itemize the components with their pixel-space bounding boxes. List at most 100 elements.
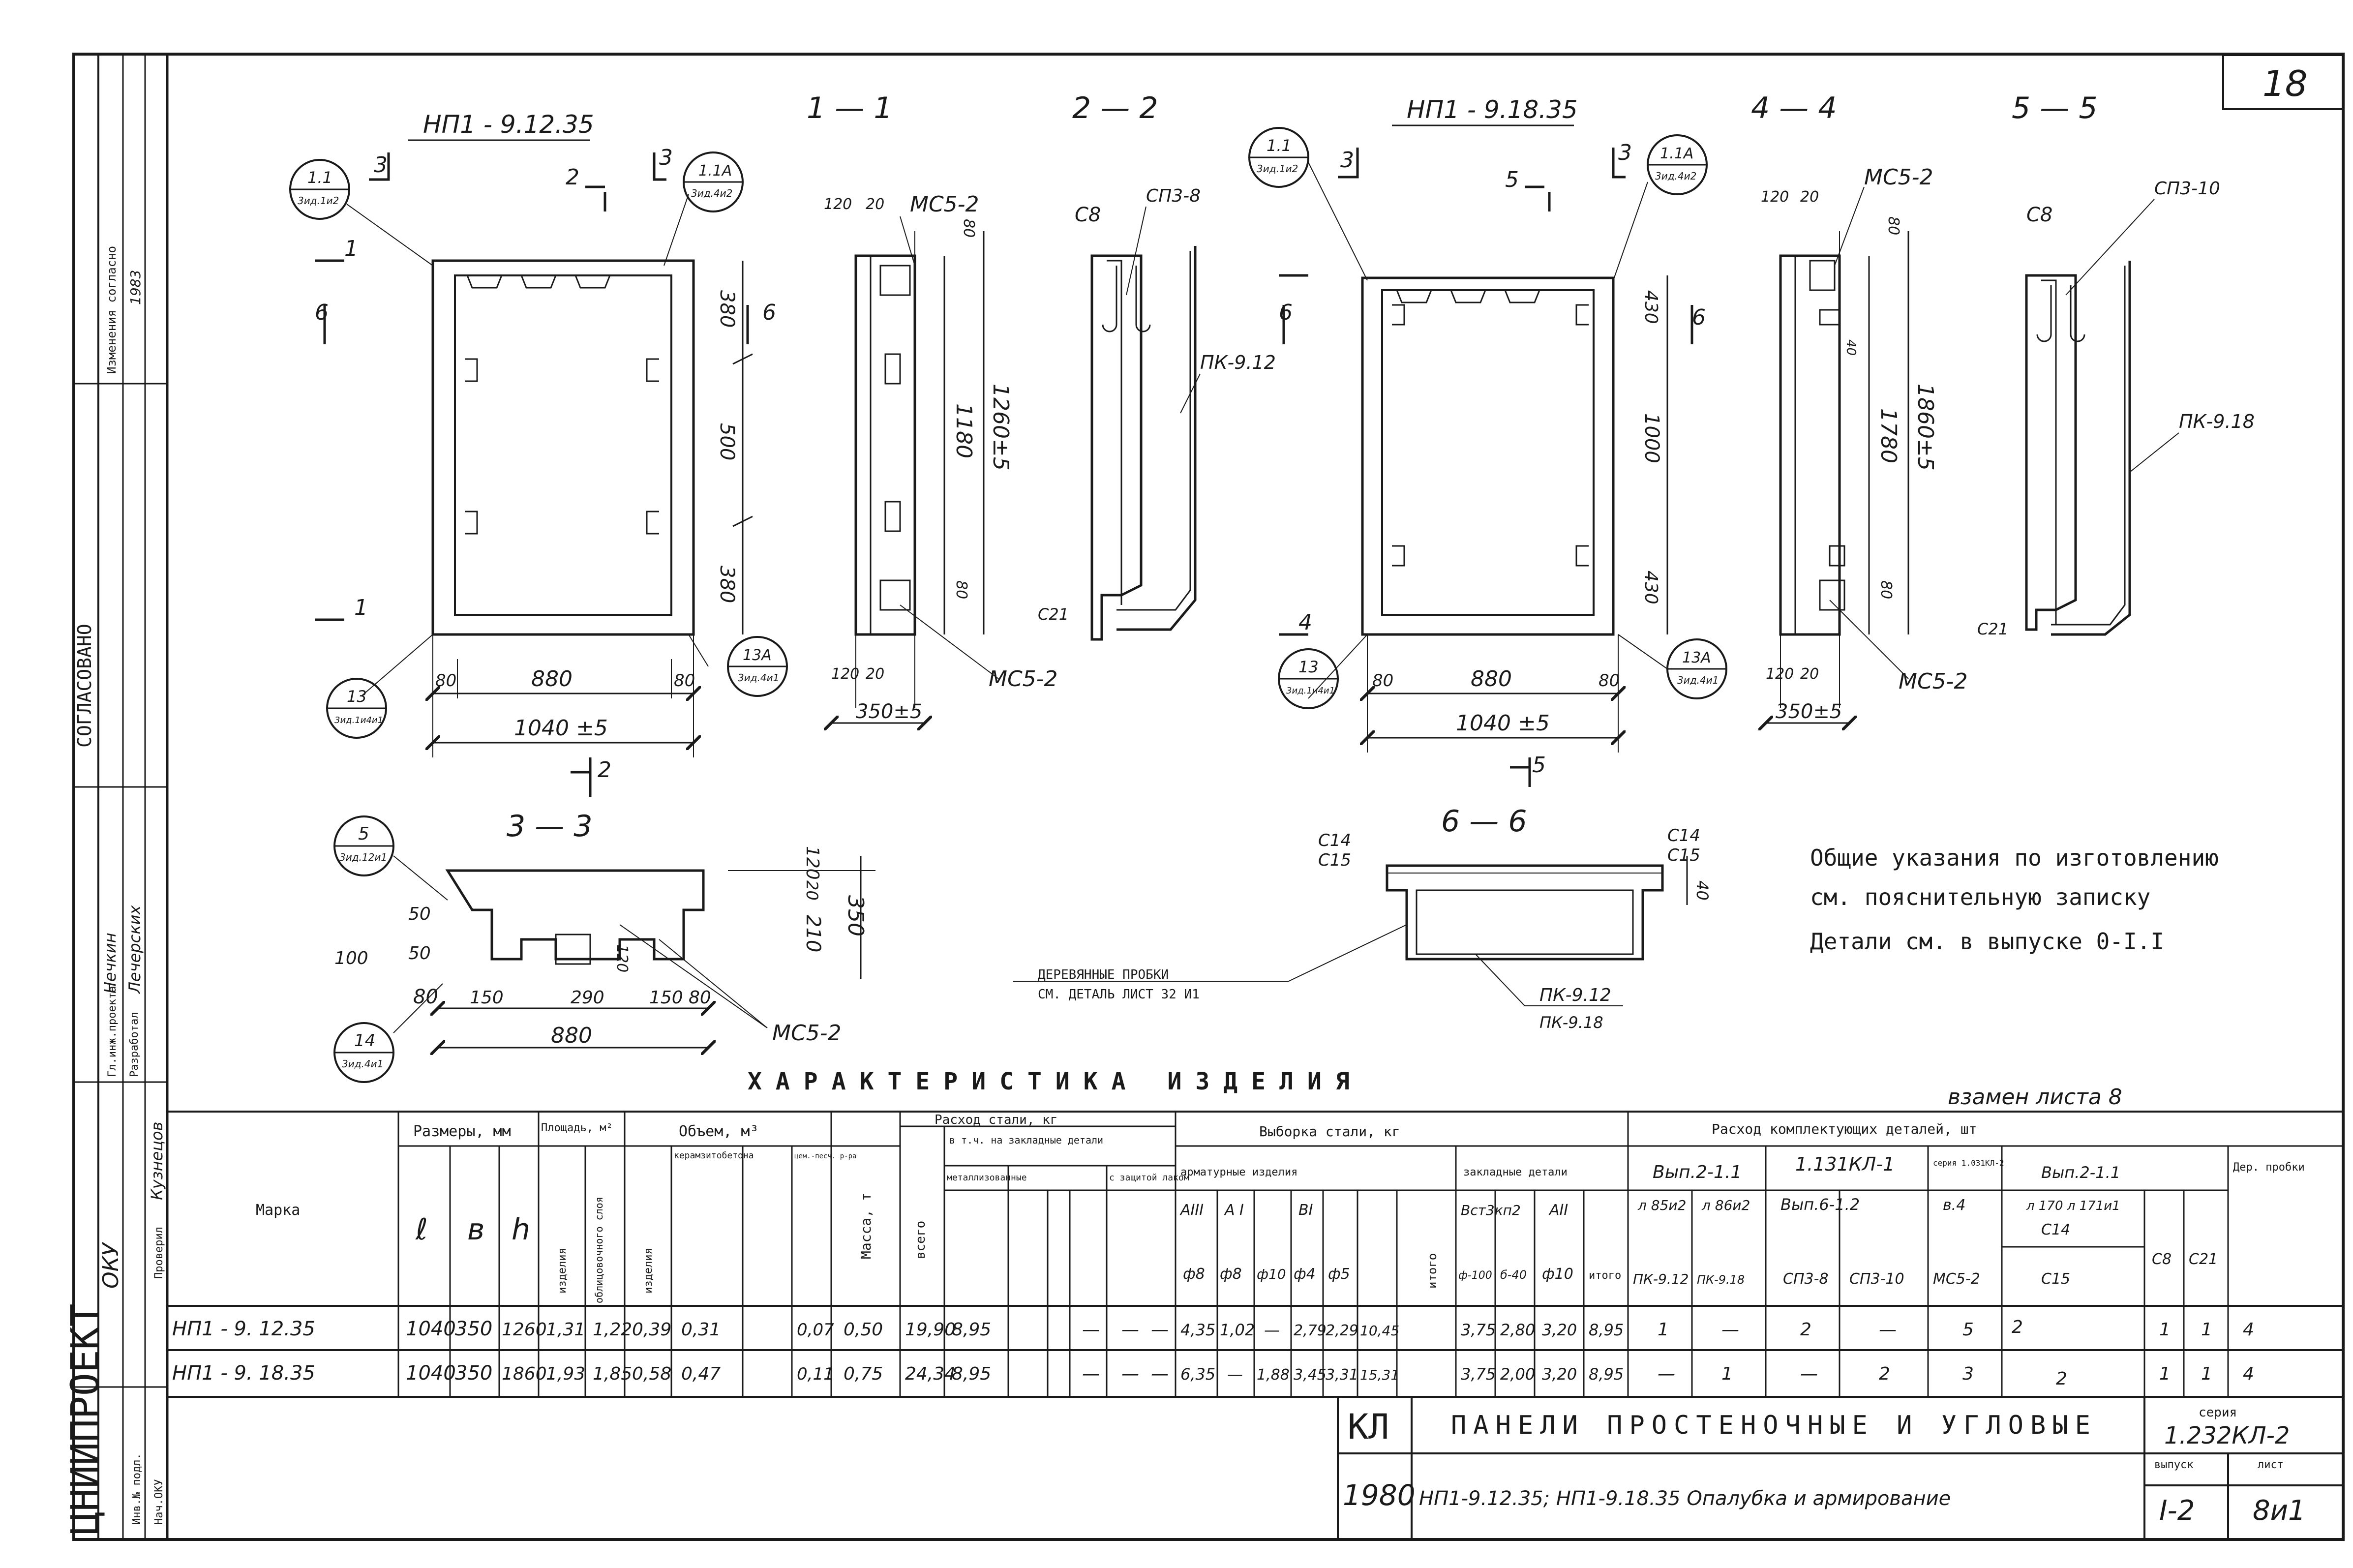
dim-1040-a: 1040 ±5 <box>514 716 608 741</box>
th-c21: С21 <box>2189 1251 2218 1268</box>
cell-mass: 0,50 <box>844 1320 883 1340</box>
th-v21: Вып.2-1.1 <box>1653 1162 1742 1182</box>
cell-mark: НП1 - 9. 18.35 <box>172 1362 315 1385</box>
cell-e4: 8,95 <box>1589 1365 1624 1384</box>
mark-3a: 3 <box>374 152 388 178</box>
cell-d4: 3,45 <box>1294 1366 1327 1384</box>
cell-a3: 6,35 <box>1180 1365 1215 1384</box>
th-d8b: ф8 <box>1220 1266 1242 1283</box>
cell-h: 1260 <box>502 1320 547 1340</box>
th-b: в <box>467 1212 484 1247</box>
callout-5-top: 5 <box>358 824 369 844</box>
cell-a3: 4,35 <box>1180 1321 1215 1339</box>
side-inv: Инв.№ подл. <box>131 1453 143 1525</box>
cell-c8: 1 <box>2159 1364 2171 1384</box>
dim-500-a: 500 <box>716 423 738 460</box>
cell-c21: 1 <box>2201 1364 2212 1384</box>
th-v6: Вып.6-1.2 <box>1780 1195 1860 1214</box>
cell-steel: 24,34 <box>905 1364 956 1384</box>
cell-b: 350 <box>455 1362 492 1385</box>
th-mass: Масса, т <box>858 1193 874 1259</box>
label-mc52-d: МС5-2 <box>1899 669 1968 694</box>
dim-1180: 1180 <box>951 403 976 458</box>
cell-sp38: 2 <box>1800 1320 1811 1340</box>
th-steel-metal: металлизованные <box>947 1173 1027 1183</box>
sheet-frame <box>72 53 2345 1541</box>
stamp-code: КЛ <box>1348 1407 1389 1447</box>
th-pk918: ПК-9.18 <box>1697 1273 1745 1287</box>
cell-mass: 0,75 <box>844 1364 883 1384</box>
replace-note: взамен листа 8 <box>1948 1085 2122 1110</box>
callout-13-bot: 3ид.1и4и1 <box>334 715 383 725</box>
cell-vol2: 0,31 <box>681 1320 721 1340</box>
th-area-1: изделия <box>556 1248 569 1294</box>
label-sp310: СП3-10 <box>2154 179 2220 199</box>
th-e2: б-40 <box>1500 1268 1527 1282</box>
dim-50-a: 50 <box>408 904 431 924</box>
th-l86: л 86и2 <box>1701 1197 1750 1213</box>
general-notes: Общие указания по изготовлению см. поясн… <box>1810 844 2219 955</box>
stamp-subtitle: НП1-9.12.35; НП1-9.18.35 Опалубка и арми… <box>1419 1487 1951 1510</box>
dim-120-a: 120 <box>831 665 859 683</box>
dim-120-c: 120 <box>1766 665 1794 683</box>
cell-pk918: — <box>1721 1320 1739 1340</box>
dim-350-c: 350 <box>843 895 868 936</box>
note-line-1: Общие указания по изготовлению <box>1810 844 2219 871</box>
cell-c14: 2 <box>2056 1369 2067 1389</box>
pk-pair-2: ПК-9.18 <box>1539 1013 1603 1032</box>
cell-e1: 3,75 <box>1461 1321 1496 1339</box>
dim-40-b: 40 <box>1693 880 1712 901</box>
th-parts: Расход комплектующих деталей, шт <box>1712 1121 1977 1137</box>
th-steel-total: всего <box>913 1221 928 1259</box>
th-AI: А I <box>1224 1202 1244 1219</box>
table-title: ХАРАКТЕРИСТИКА ИЗДЕЛИЯ <box>748 1068 1363 1095</box>
side-dept: ОКУ <box>98 1241 123 1289</box>
th-c8: С8 <box>2152 1251 2172 1268</box>
th-AIII: АIII <box>1179 1202 1204 1219</box>
cell-e4: 8,95 <box>1589 1321 1624 1339</box>
sec44-title: 4 — 4 <box>1751 91 1837 125</box>
stamp-list: 8и1 <box>2253 1495 2306 1527</box>
th-AII: АII <box>1548 1202 1568 1219</box>
sec22-title: 2 — 2 <box>1072 91 1158 125</box>
cell-mc52: 5 <box>1962 1320 1974 1340</box>
label-pk912-a: ПК-9.12 <box>1200 352 1276 373</box>
wood-plugs-2: СМ. ДЕТАЛЬ ЛИСТ 32 И1 <box>1038 987 1200 1002</box>
dim-1860: 1860±5 <box>1913 384 1938 471</box>
cell-e2: 2,80 <box>1500 1321 1535 1339</box>
stamp-seria-label: серия <box>2199 1405 2237 1420</box>
label-c21-a: С21 <box>1038 605 1069 624</box>
pk-pair-1: ПК-9.12 <box>1539 985 1611 1005</box>
mark-3c: 3 <box>1340 148 1354 173</box>
th-v14: в.4 <box>1943 1197 1965 1214</box>
side-agreed: СОГЛАСОВАНО <box>74 624 95 748</box>
cell-area2: 1,22 <box>593 1320 632 1340</box>
dim-150: 150 <box>470 988 504 1008</box>
sec66-title: 6 — 6 <box>1441 804 1527 839</box>
callout-13a-bot: 3ид.4и1 <box>738 672 779 684</box>
cell-c21: 1 <box>2201 1320 2212 1340</box>
dim-350-b: 350±5 <box>1776 700 1842 723</box>
cell-vol2: 0,47 <box>681 1364 721 1384</box>
cell-mc52: 3 <box>1962 1364 1974 1384</box>
table-row: НП1 - 9. 12.35 1040 350 1260 1,31 1,22 0… <box>172 1317 2254 1340</box>
cell-e2: 2,00 <box>1500 1365 1535 1384</box>
th-steel-lacq: с защитой лаком <box>1109 1173 1189 1183</box>
dim-80-c2: 80 <box>689 988 711 1008</box>
cell-c14: 2 <box>2012 1317 2023 1337</box>
dim-120-b: 120 <box>824 196 852 213</box>
callout-1-1a-top: 1.1А <box>698 162 732 180</box>
th-d5: ф5 <box>1328 1266 1350 1283</box>
callout-13-top-b: 13 <box>1298 658 1319 676</box>
dim-880-b: 880 <box>1471 666 1512 692</box>
cell-tot1: 15,31 <box>1360 1367 1399 1383</box>
label-mc52-e: МС5-2 <box>772 1021 842 1046</box>
dim-150b: 150 <box>649 988 683 1008</box>
side-org: ЦНИИПРОЕКТ <box>63 1303 108 1535</box>
th-sp38: СП3-8 <box>1783 1270 1829 1288</box>
th-c14: С14 <box>2041 1221 2070 1238</box>
cell-e1: 3,75 <box>1461 1365 1496 1384</box>
dim-100: 100 <box>334 948 368 968</box>
cell-dash2: — <box>1121 1364 1139 1384</box>
